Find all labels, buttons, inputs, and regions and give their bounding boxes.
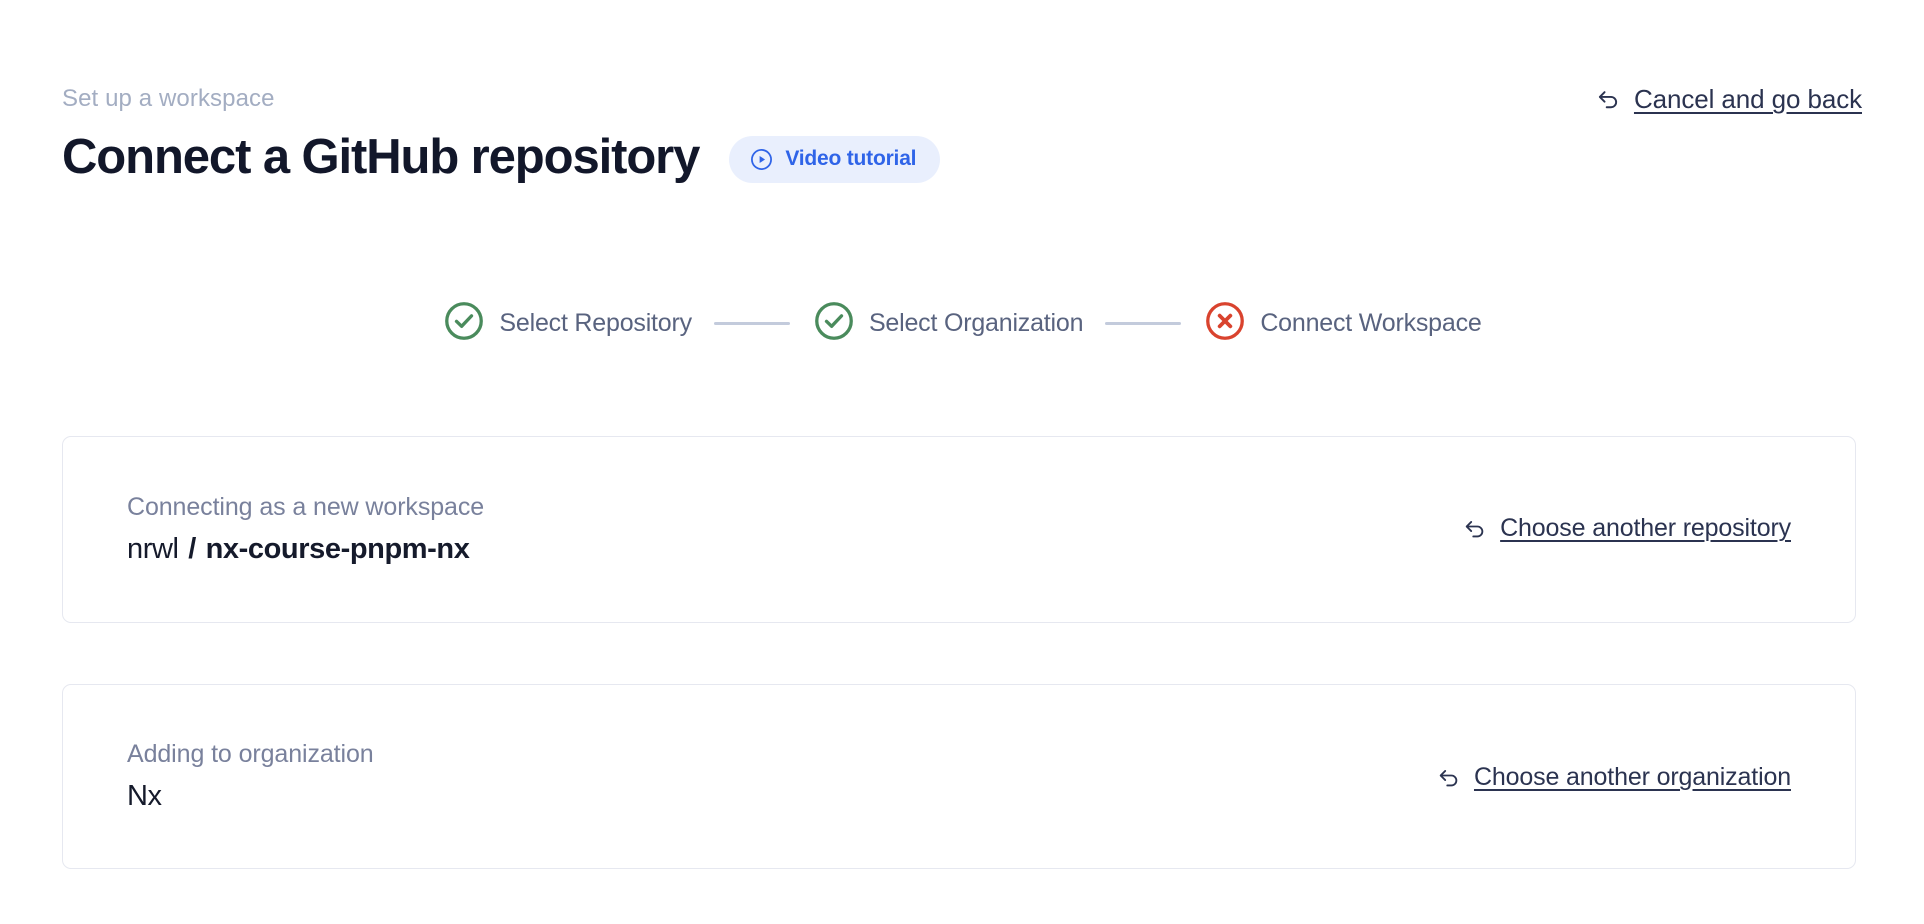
step-connector-1 [713, 322, 790, 325]
step-connect-workspace[interactable]: Connect Workspace [1203, 299, 1482, 348]
step-label-select-organization: Select Organization [868, 309, 1084, 337]
step-select-repository[interactable]: Select Repository [442, 299, 692, 348]
video-tutorial-button[interactable]: Video tutorial [729, 135, 941, 183]
choose-another-organization-label: Choose another organization [1473, 763, 1791, 791]
repository-card-label: Connecting as a new workspace [127, 493, 485, 521]
choose-another-repository-label: Choose another repository [1500, 514, 1791, 542]
step-connector-2 [1105, 322, 1182, 325]
page-header: Set up a workspace Connect a GitHub repo… [62, 84, 1862, 186]
step-select-organization[interactable]: Select Organization [812, 299, 1084, 348]
title-row: Connect a GitHub repository Video tutori… [62, 128, 1862, 186]
undo-arrow-icon [1595, 86, 1622, 113]
progress-stepper: Select Repository Select Organization Co… [0, 299, 1924, 348]
repository-summary-text: Connecting as a new workspace nrwl / nx-… [127, 491, 484, 568]
organization-summary-text: Adding to organization Nx [127, 738, 374, 815]
video-tutorial-label: Video tutorial [785, 147, 917, 170]
repository-owner: nrwl [127, 533, 179, 565]
undo-arrow-icon [1436, 765, 1462, 791]
undo-arrow-icon [1462, 516, 1488, 542]
organization-card-value: Nx [127, 780, 162, 812]
breadcrumb-eyebrow: Set up a workspace [62, 85, 275, 112]
cancel-and-go-back-link[interactable]: Cancel and go back [1595, 84, 1862, 115]
repository-summary-card: Connecting as a new workspace nrwl / nx-… [62, 436, 1856, 623]
step-label-connect-workspace: Connect Workspace [1260, 309, 1482, 337]
page-title: Connect a GitHub repository [62, 130, 700, 184]
check-circle-icon [442, 299, 486, 348]
cancel-and-go-back-label: Cancel and go back [1633, 84, 1862, 114]
x-circle-icon [1203, 299, 1247, 348]
play-circle-icon [749, 147, 774, 172]
choose-another-repository-link[interactable]: Choose another repository [1462, 514, 1791, 543]
step-label-select-repository: Select Repository [499, 309, 692, 337]
repository-name: nx-course-pnpm-nx [205, 533, 470, 565]
choose-another-organization-link[interactable]: Choose another organization [1436, 763, 1791, 792]
repository-card-value: nrwl / nx-course-pnpm-nx [127, 530, 484, 568]
organization-card-label: Adding to organization [127, 740, 374, 768]
organization-summary-card: Adding to organization Nx Choose another… [62, 684, 1856, 869]
repository-separator: / [188, 533, 196, 565]
check-circle-icon [812, 299, 856, 348]
